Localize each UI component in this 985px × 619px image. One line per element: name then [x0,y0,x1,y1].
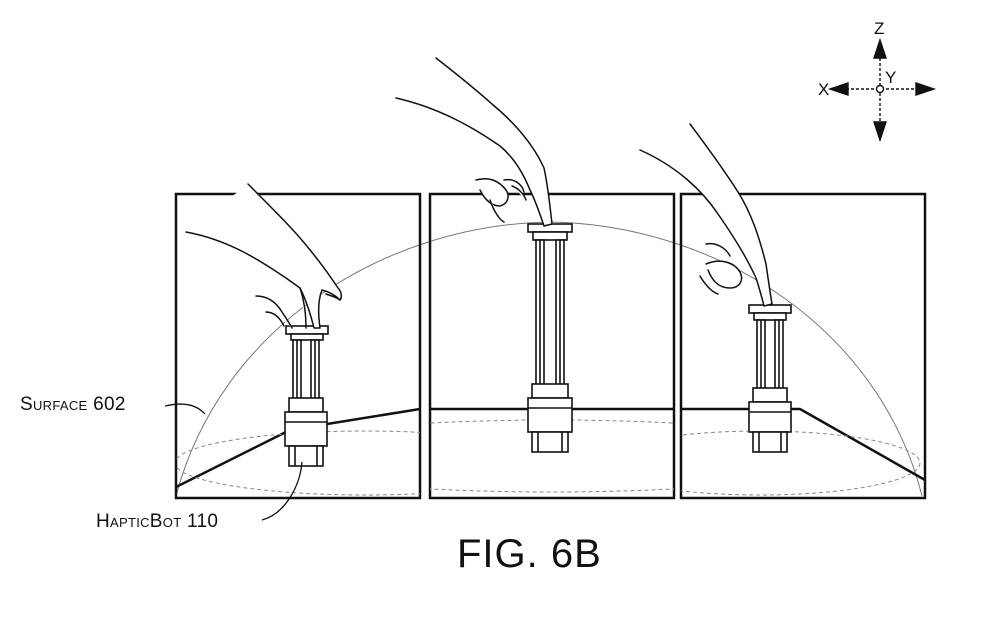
panel-3 [639,123,927,500]
hapticbot-leader-line [261,461,303,521]
hand-3 [639,123,773,307]
axis-label-x: X [818,80,830,99]
hapticbot-3 [748,304,792,453]
hapticbot-label: HapticBot 110 [96,511,219,532]
axis-label-z: Z [874,19,885,38]
hand-1 [185,183,343,329]
axis-indicator [827,37,937,143]
hapticbot-2 [527,223,573,453]
surface-leader-line [164,403,206,415]
panel-2 [395,57,676,500]
axis-label-y: Y [885,68,897,87]
hand-2 [395,57,553,227]
figure-caption: FIG. 6B [457,532,602,576]
hapticbot-1 [284,325,329,467]
surface-label: Surface 602 [20,394,126,415]
panel-1 [174,183,422,500]
